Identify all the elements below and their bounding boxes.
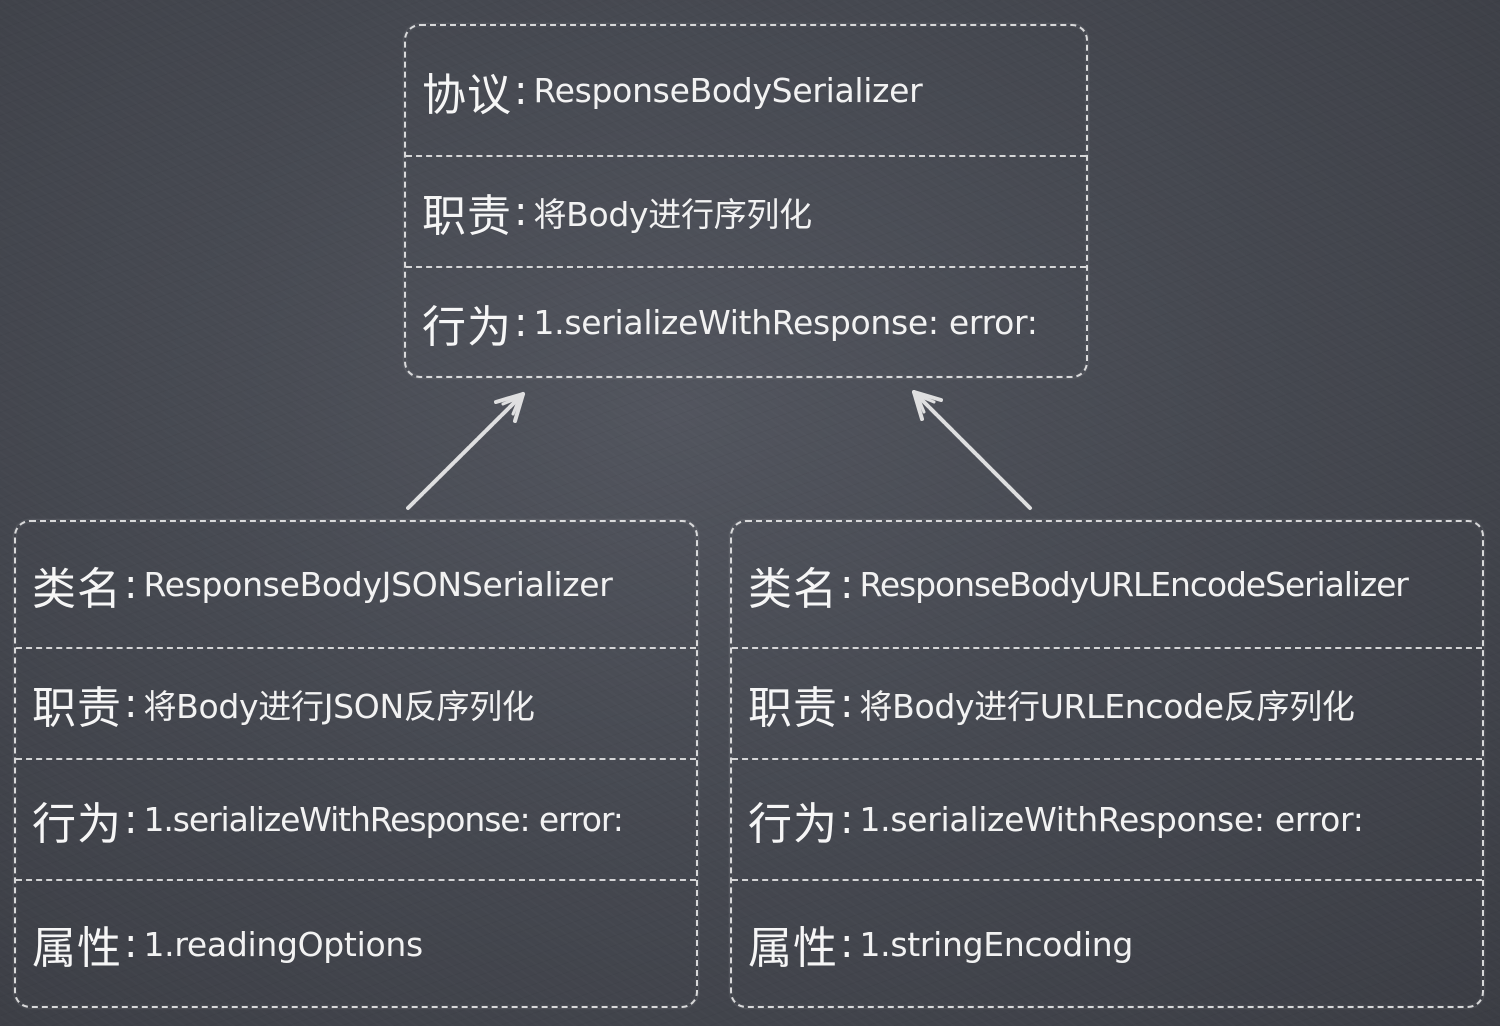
behavior-key: 行为 (32, 798, 122, 850)
json-class-name-row: 类名 : ResponseBodyJSONSerializer (16, 522, 696, 647)
property-key: 属性 (748, 923, 838, 974)
json-duty-row: 职责 : 将Body进行JSON反序列化 (16, 647, 696, 758)
urlencode-class-name-row: 类名 : ResponseBodyURLEncodeSerializer (732, 522, 1482, 647)
urlencode-behavior-row: 行为 : 1.serializeWithResponse: error: (732, 758, 1482, 879)
urlencode-property-row: 属性 : 1.stringEncoding (732, 879, 1482, 1007)
json-class-box: 类名 : ResponseBodyJSONSerializer 职责 : 将Bo… (14, 520, 698, 1008)
class-name: ResponseBodyJSONSerializer (143, 565, 613, 604)
duty-key: 职责 (748, 682, 838, 734)
right-arrow (912, 390, 1032, 510)
behavior-value: 1.serializeWithResponse: error: (143, 800, 623, 839)
colon-separator: : (514, 188, 528, 235)
duty-key: 职责 (32, 682, 122, 734)
property-value: 1.readingOptions (143, 924, 423, 964)
property-key: 属性 (32, 923, 122, 974)
colon-separator: : (840, 680, 854, 727)
class-key: 类名 (748, 563, 838, 615)
colon-separator: : (840, 921, 854, 967)
duty-key: 职责 (422, 190, 512, 242)
behavior-key: 行为 (748, 798, 838, 850)
colon-separator: : (124, 561, 138, 608)
urlencode-class-box: 类名 : ResponseBodyURLEncodeSerializer 职责 … (730, 520, 1484, 1008)
json-behavior-row: 行为 : 1.serializeWithResponse: error: (16, 758, 696, 879)
urlencode-duty-row: 职责 : 将Body进行URLEncode反序列化 (732, 647, 1482, 758)
protocol-box: 协议 : ResponseBodySerializer 职责 : 将Body进行… (404, 24, 1088, 378)
duty-value: 将Body进行URLEncode反序列化 (859, 686, 1355, 726)
behavior-value: 1.serializeWithResponse: error: (533, 303, 1038, 342)
duty-value: 将Body进行序列化 (533, 194, 812, 234)
property-value: 1.stringEncoding (859, 924, 1133, 964)
colon-separator: : (124, 796, 138, 843)
left-arrow (406, 392, 525, 510)
protocol-duty-row: 职责 : 将Body进行序列化 (406, 155, 1086, 266)
behavior-key: 行为 (422, 301, 512, 353)
colon-separator: : (840, 561, 854, 608)
protocol-name-row: 协议 : ResponseBodySerializer (406, 26, 1086, 155)
protocol-name: ResponseBodySerializer (533, 71, 923, 110)
class-key: 类名 (32, 563, 122, 615)
colon-separator: : (514, 299, 528, 346)
colon-separator: : (840, 796, 854, 843)
colon-separator: : (124, 680, 138, 727)
protocol-key: 协议 (422, 69, 512, 121)
colon-separator: : (514, 67, 528, 114)
protocol-behavior-row: 行为 : 1.serializeWithResponse: error: (406, 266, 1086, 377)
json-property-row: 属性 : 1.readingOptions (16, 879, 696, 1007)
behavior-value: 1.serializeWithResponse: error: (859, 800, 1364, 839)
duty-value: 将Body进行JSON反序列化 (143, 686, 535, 726)
colon-separator: : (124, 921, 138, 967)
class-name: ResponseBodyURLEncodeSerializer (859, 565, 1408, 604)
